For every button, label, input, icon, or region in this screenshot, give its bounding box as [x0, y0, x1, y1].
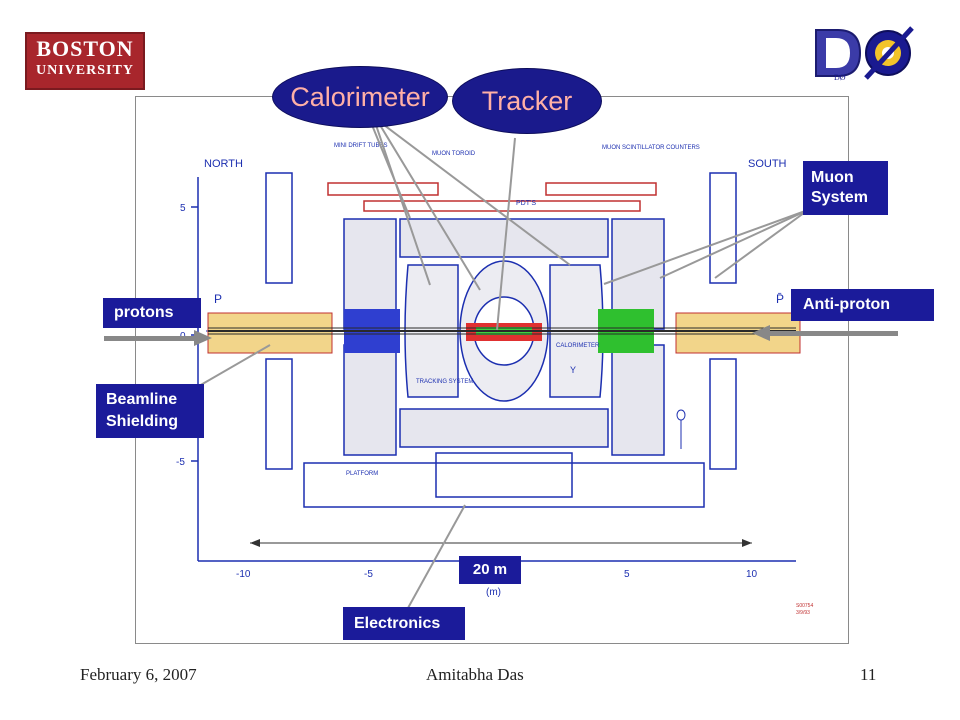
- detector-cross-section: NORTH SOUTH P P̄ MINI DRIFT TUBES MUON T…: [176, 143, 813, 616]
- tracking-system-label: TRACKING SYSTEM: [416, 379, 473, 385]
- muon-system-line1: Muon: [811, 169, 854, 186]
- beamline-shielding-line2: Shielding: [106, 413, 178, 430]
- north-label: NORTH: [204, 158, 243, 170]
- south-outer-muon: [709, 172, 737, 284]
- antiproton-arrowhead: [752, 325, 770, 341]
- tracker-label: Tracker: [481, 85, 573, 116]
- north-beamline-shielding: [207, 312, 333, 354]
- calorimeter-label: Calorimeter: [290, 81, 430, 112]
- proton-arrowhead: [194, 330, 212, 346]
- muon-system-line2: System: [811, 189, 868, 206]
- d0-experiment-logo: DØ: [808, 22, 920, 84]
- antiproton-beam-arrow: [770, 331, 898, 336]
- y-tick-5: 5: [180, 203, 186, 214]
- calorimeter-tag: CALORIMETER: [556, 343, 600, 349]
- south-label: SOUTH: [748, 158, 787, 170]
- x-tick-neg5: -5: [364, 569, 373, 580]
- d0-logo-text: DØ: [834, 73, 846, 82]
- ref-code-2: 3/9/93: [796, 610, 810, 616]
- scale-label: 20 m: [472, 561, 508, 578]
- antiproton-label: Anti-proton: [803, 296, 891, 313]
- x-tick-10: 10: [746, 569, 758, 580]
- muon-scintillator-label: MUON SCINTILLATOR COUNTERS: [602, 145, 700, 151]
- platform-label: PLATFORM: [346, 471, 378, 477]
- boston-university-logo: BOSTON UNIVERSITY: [25, 32, 145, 90]
- x-unit-label: (m): [486, 587, 501, 598]
- y-tick-neg5: -5: [176, 457, 185, 468]
- detector-drawing: NORTH SOUTH P P̄ MINI DRIFT TUBES MUON T…: [135, 96, 849, 644]
- footer-page-number: 11: [860, 665, 877, 684]
- calorimeter-callout: Calorimeter: [272, 66, 448, 128]
- footer-author: Amitabha Das: [426, 665, 524, 684]
- proton-beam-arrow: [104, 336, 194, 341]
- beamline-shielding-line1: Beamline: [106, 391, 178, 408]
- logo-line2: UNIVERSITY: [36, 63, 134, 78]
- electronics-callout: Electronics: [343, 607, 465, 640]
- mini-drift-tubes-label: MINI DRIFT TUBES: [334, 143, 387, 149]
- x-tick-neg10: -10: [236, 569, 251, 580]
- beamline-shielding-callout: Beamline Shielding: [96, 384, 204, 438]
- protons-label: protons: [114, 304, 174, 321]
- protons-callout: protons: [103, 298, 201, 328]
- antiproton-callout: Anti-proton: [791, 289, 934, 321]
- footer-date: February 6, 2007: [80, 665, 197, 684]
- pdts-label: PDT'S: [516, 200, 536, 207]
- electronics-label: Electronics: [354, 615, 441, 632]
- north-outer-muon: [265, 172, 293, 284]
- pbar-label: P̄: [776, 292, 784, 306]
- ref-code-1: S00754: [796, 603, 813, 609]
- x-tick-5: 5: [624, 569, 630, 580]
- muon-toroid-label: MUON TOROID: [432, 151, 476, 157]
- tracker-callout: Tracker: [452, 68, 602, 134]
- y-label: Y: [570, 365, 576, 375]
- scale-callout: 20 m: [459, 556, 521, 584]
- p-label: P: [214, 292, 222, 306]
- logo-line1: BOSTON: [36, 36, 134, 61]
- muon-system-callout: Muon System: [803, 161, 888, 215]
- platform: [303, 462, 705, 508]
